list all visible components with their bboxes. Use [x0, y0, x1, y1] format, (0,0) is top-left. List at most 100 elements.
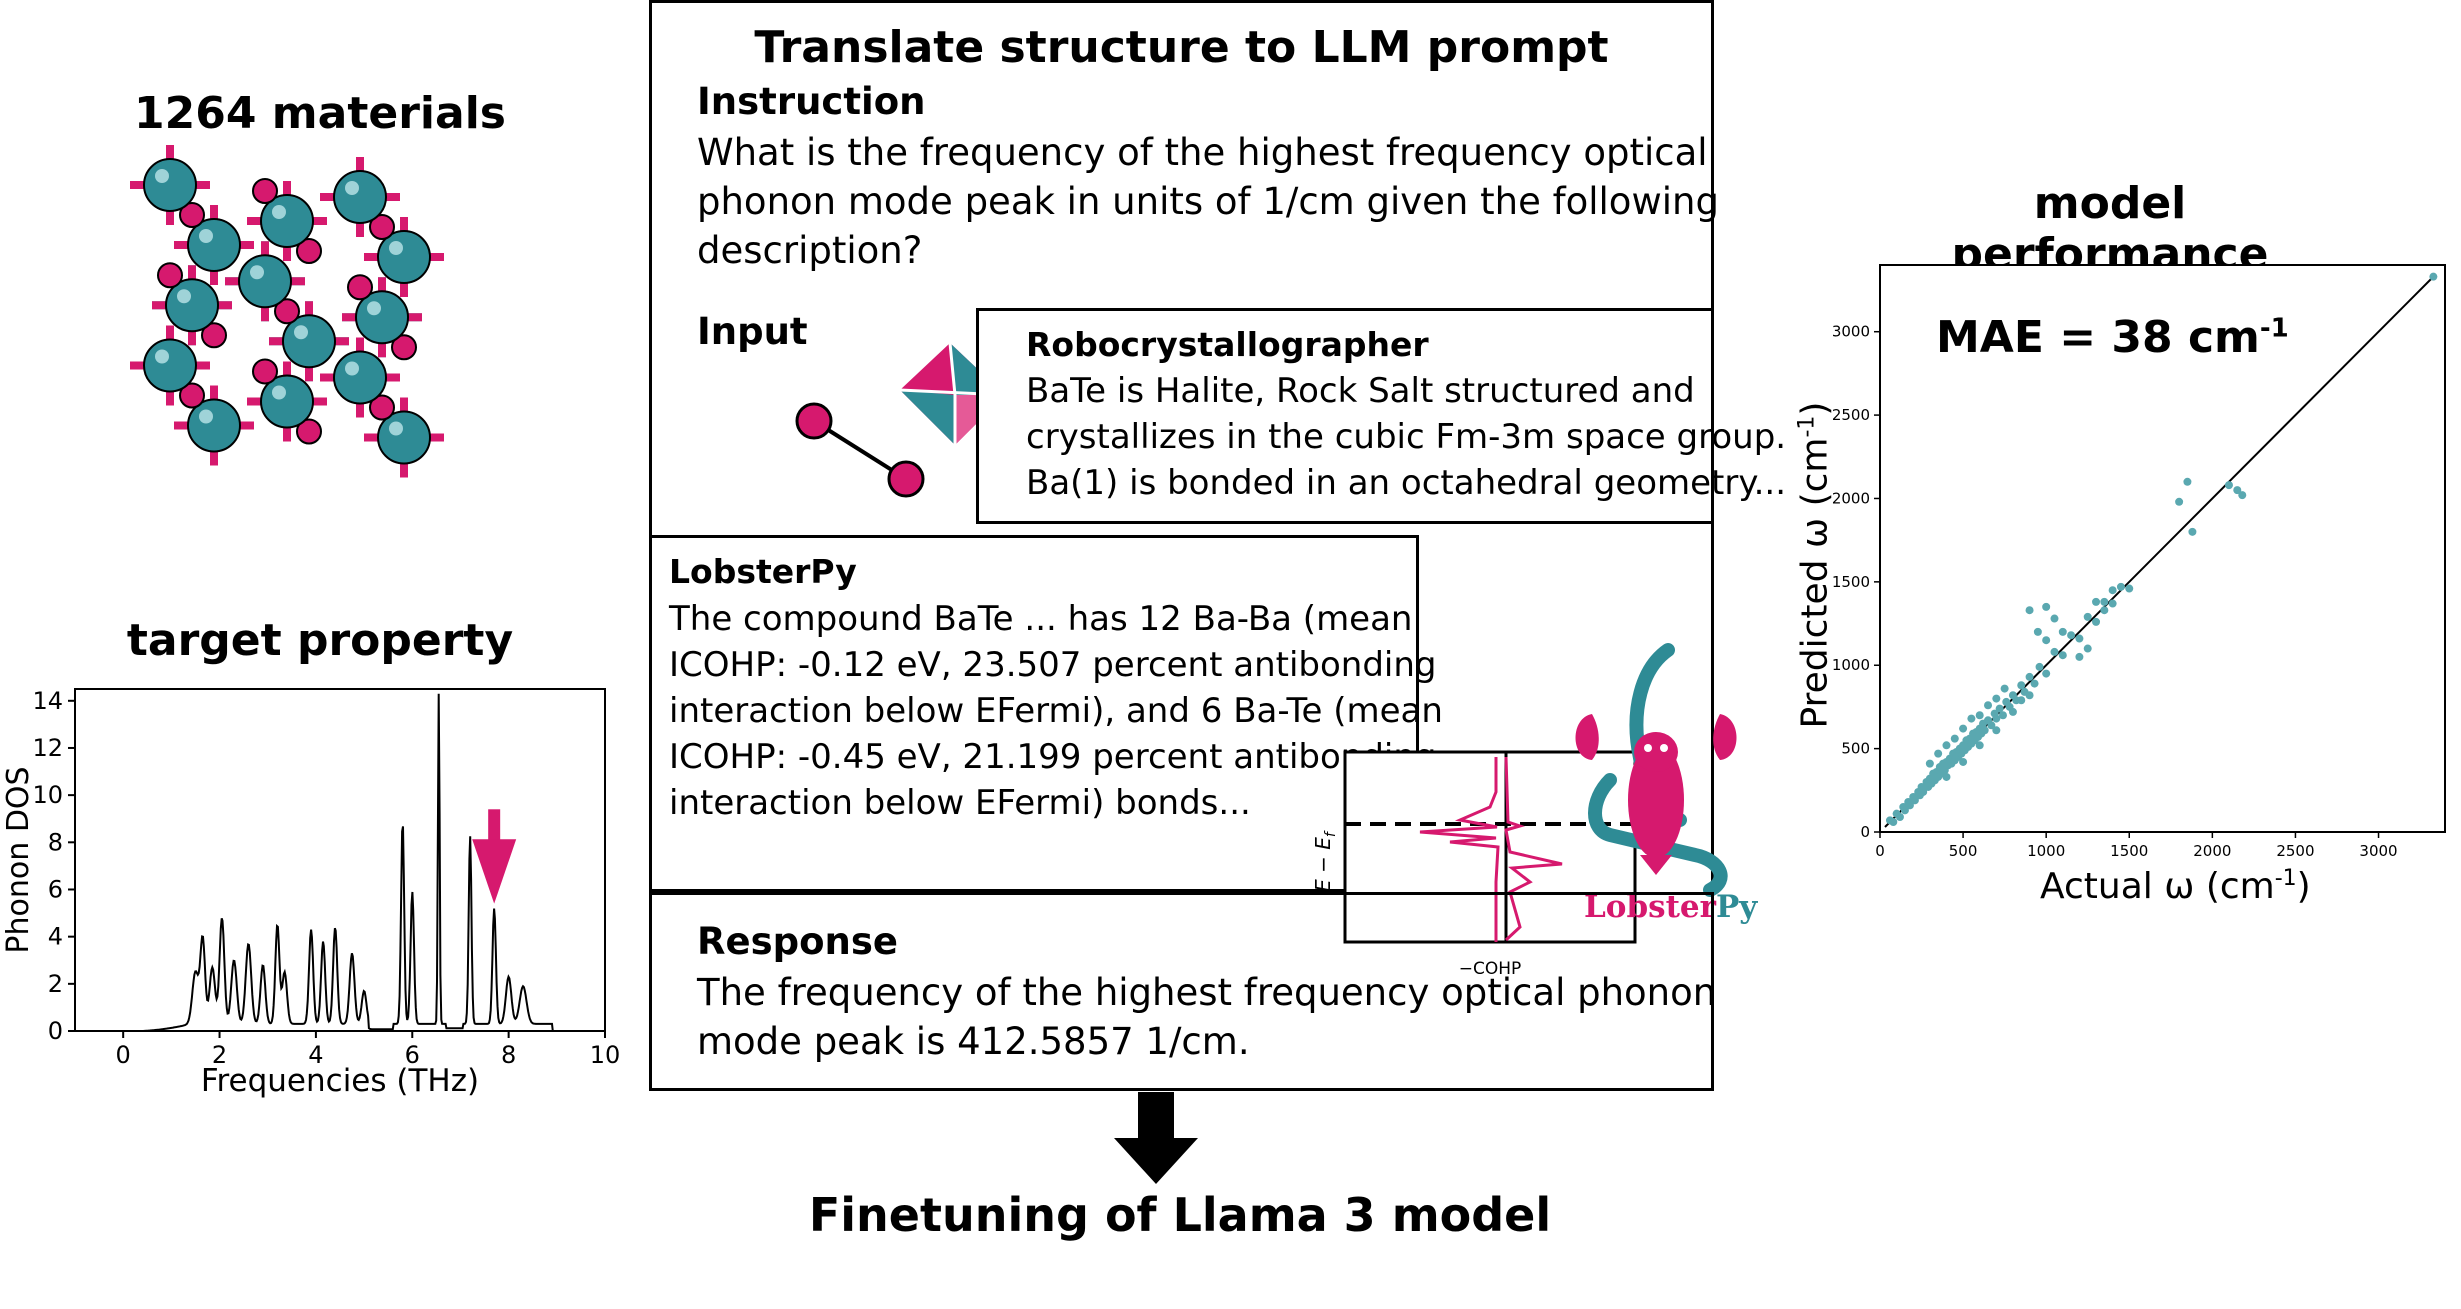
scatter-point	[2100, 597, 2109, 606]
materials-title: 1264 materials	[134, 88, 506, 139]
y-tick-label: 2	[48, 970, 63, 998]
te-atom	[179, 202, 205, 228]
logo-text-py: Py	[1716, 889, 1758, 925]
te-atom	[157, 262, 183, 289]
lobster-line: ICOHP: -0.12 eV, 23.507 percent antibond…	[669, 645, 1437, 685]
atom-highlight	[345, 361, 359, 376]
y-tick-label: 14	[32, 687, 63, 715]
scatter-point	[1889, 817, 1898, 826]
atom-highlight	[367, 301, 381, 316]
x-tick-label: 1000	[2027, 842, 2065, 860]
scatter-point	[2224, 481, 2233, 490]
parity-xlabel-close: )	[2296, 866, 2311, 907]
response-line: mode peak is 412.5857 1/cm.	[697, 1020, 1250, 1063]
te-atom	[179, 382, 205, 409]
te-atom	[296, 418, 322, 445]
y-tick-label: 0	[48, 1017, 63, 1045]
scatter-point	[2025, 606, 2034, 615]
scatter-point	[1950, 734, 1959, 743]
te-atom	[252, 178, 278, 204]
robo-line: crystallizes in the cubic Fm-3m space gr…	[1026, 417, 1787, 457]
instruction-line: phonon mode peak in units of 1/cm given …	[697, 180, 1719, 223]
scatter-point	[1905, 801, 1914, 810]
ba-atom	[143, 338, 197, 393]
scatter-point	[2092, 617, 2101, 626]
y-tick-label: 4	[48, 923, 63, 951]
y-tick-label: 500	[1841, 740, 1870, 758]
atom-highlight	[389, 421, 403, 436]
atom-highlight	[272, 385, 286, 400]
scatter-point	[1975, 741, 1984, 750]
scatter-point	[1984, 701, 1993, 710]
te-atom	[296, 238, 322, 264]
cohp-ylabel-sub: f	[1323, 830, 1339, 837]
scatter-point	[2058, 651, 2067, 660]
mae-sup: -1	[2259, 313, 2289, 344]
scatter-point	[2188, 527, 2197, 536]
bond-icon	[795, 402, 925, 498]
arrow-shaft	[488, 809, 501, 844]
lobsterpy-logo: LobsterPy	[1575, 643, 1758, 925]
scatter-point	[2116, 582, 2125, 591]
y-tick-label: 12	[32, 734, 63, 762]
scatter-point	[2008, 707, 2017, 716]
te-atom	[274, 298, 300, 325]
scatter-point	[2042, 602, 2051, 611]
atom-highlight	[294, 325, 308, 340]
logo-text-lobster: Lobster	[1584, 889, 1717, 925]
y-tick-label: 2500	[1832, 406, 1870, 424]
scatter-point	[2017, 681, 2026, 690]
ba-atom	[143, 158, 197, 212]
scatter-point	[2042, 636, 2051, 645]
scatter-point	[2125, 584, 2134, 593]
scatter-point	[2175, 497, 2184, 506]
te-atom	[391, 334, 417, 361]
te-atom	[201, 322, 227, 349]
atom-highlight	[272, 205, 286, 219]
lobster-line: ICOHP: -0.45 eV, 21.199 percent antibond…	[669, 737, 1437, 777]
scatter-point	[2050, 614, 2059, 623]
y-tick-label: 1000	[1832, 656, 1870, 674]
prompt-panel-title: Translate structure to LLM prompt	[754, 22, 1609, 73]
scatter-point	[1975, 711, 1984, 720]
down-arrow-icon	[1114, 1092, 1198, 1184]
robocrystallographer-text: BaTe is Halite, Rock Salt structured and…	[1026, 368, 1786, 506]
scatter-point	[1919, 787, 1928, 796]
lobster-line: interaction below EFermi), and 6 Ba-Te (…	[669, 691, 1443, 731]
response-text: The frequency of the highest frequency o…	[697, 968, 1716, 1066]
scatter-point	[2100, 606, 2109, 615]
te-atom	[252, 358, 278, 385]
scatter-point	[2233, 486, 2242, 495]
parity-xlabel-sup: -1	[2274, 866, 2297, 891]
x-tick-label: 500	[1949, 842, 1978, 860]
scatter-point	[2030, 679, 2039, 688]
ba-atom	[238, 254, 292, 309]
robocrystallographer-title: Robocrystallographer	[1026, 325, 1429, 364]
x-tick-label: 2	[212, 1041, 227, 1069]
scatter-point	[2042, 669, 2051, 678]
scatter-point	[2025, 672, 2034, 681]
scatter-point	[1900, 806, 1909, 815]
x-tick-label: 10	[590, 1041, 621, 1069]
crystal-structure-image	[130, 145, 444, 478]
scatter-point	[1959, 757, 1968, 766]
response-label: Response	[697, 920, 898, 963]
x-tick-label: 2500	[2276, 842, 2314, 860]
scatter-point	[2033, 627, 2042, 636]
robocrystallographer-box	[976, 308, 1714, 524]
scatter-point	[1992, 726, 2001, 735]
ba-atom	[333, 350, 387, 405]
scatter-point	[1998, 711, 2007, 720]
response-box	[649, 892, 1714, 1091]
atom-highlight	[155, 169, 169, 183]
cohp-ylabel: E − Ef	[1311, 830, 1339, 892]
te-atom	[369, 394, 395, 421]
x-tick-label: 0	[116, 1041, 131, 1069]
x-tick-label: 2000	[2193, 842, 2231, 860]
lobster-line: interaction below EFermi) bonds...	[669, 783, 1251, 823]
scatter-point	[1992, 714, 2001, 723]
x-tick-label: 8	[501, 1041, 516, 1069]
atom-highlight	[250, 265, 264, 280]
scatter-point	[1942, 772, 1951, 781]
input-label: Input	[697, 310, 808, 353]
